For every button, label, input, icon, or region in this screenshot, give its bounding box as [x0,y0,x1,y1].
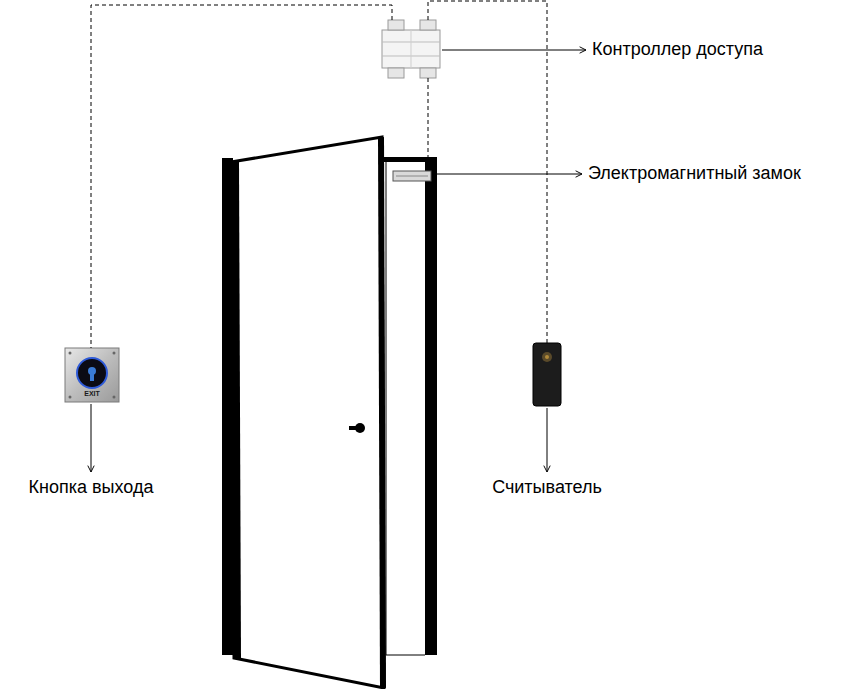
controller-box: Контроллер доступа [382,20,440,78]
leader-lines [91,50,586,472]
part-label: Контроллер доступа [592,39,763,60]
card-reader [533,343,561,406]
door-leaf [231,137,386,688]
controller-device [382,20,440,78]
part-label: Считыватель [492,477,602,498]
reader-box: Считыватель [533,343,561,406]
dashed-wire [91,5,392,348]
part-label: Электромагнитный замок [588,163,801,184]
exit-button [65,348,119,402]
part-label: Кнопка выхода [29,477,154,498]
dashed-wire [428,78,429,170]
button-box: EXITКнопка выхода [65,348,119,402]
magnetic-lock [393,171,431,181]
lock-box: Электромагнитный замок [393,170,431,182]
dashed-wire [428,1,547,343]
button-caption: EXIT [84,390,100,398]
